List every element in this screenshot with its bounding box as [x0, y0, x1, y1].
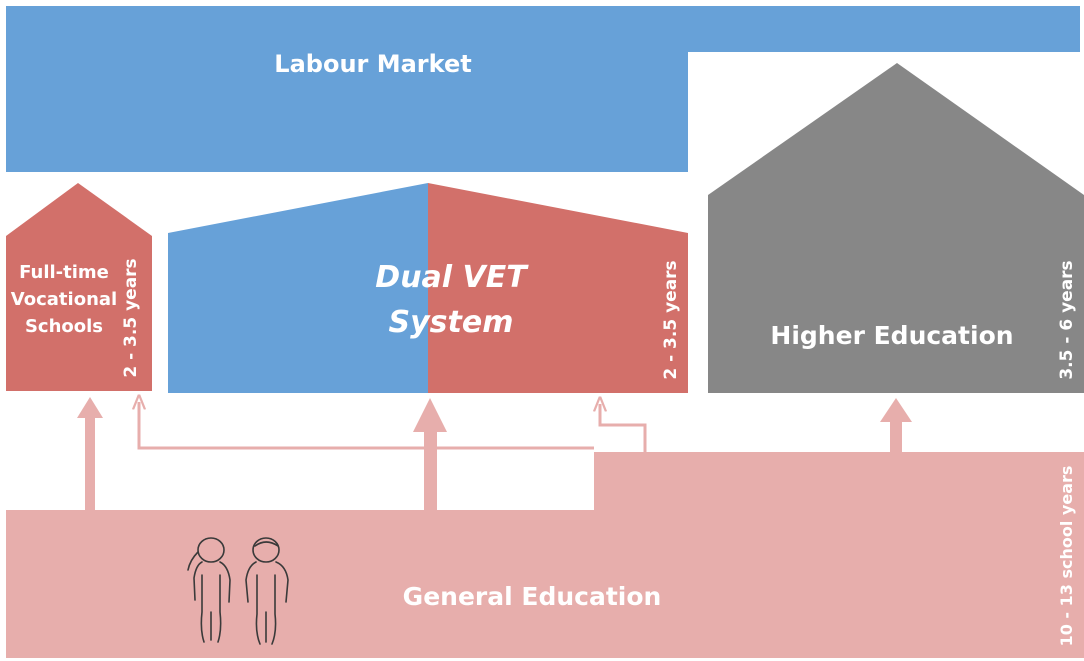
arrow-to-higher-education — [880, 398, 912, 452]
vocational-duration: 2 - 3.5 years — [121, 258, 141, 377]
arrow-to-dual-vet — [413, 398, 447, 510]
vocational-label-line1: Full-time — [19, 262, 109, 283]
general-education-duration: 10 - 13 school years — [1057, 466, 1076, 647]
general-education-label: General Education — [403, 582, 662, 611]
students-illustration — [187, 537, 289, 645]
dual-vet-label-line1: Dual VET — [375, 260, 529, 295]
arrow-to-vocational — [77, 397, 103, 510]
vocational-label-line3: Schools — [25, 316, 103, 337]
arrow-thin-to-vocational-duration — [139, 402, 594, 450]
higher-education-house — [708, 63, 1084, 393]
vocational-label-line2: Vocational — [11, 289, 117, 310]
labour-market-block — [6, 6, 1080, 172]
dual-vet-duration: 2 - 3.5 years — [661, 260, 681, 379]
vocational-schools-house — [6, 183, 152, 391]
dual-vet-right-half — [428, 183, 688, 393]
labour-market-label: Labour Market — [274, 50, 471, 78]
dual-vet-label-line2: System — [389, 305, 514, 340]
higher-education-label: Higher Education — [770, 321, 1013, 350]
higher-education-duration: 3.5 - 6 years — [1057, 260, 1077, 379]
arrow-thin-to-dual-vet-duration — [600, 404, 647, 452]
dual-vet-left-half — [168, 183, 428, 393]
general-education-block — [6, 452, 1084, 658]
